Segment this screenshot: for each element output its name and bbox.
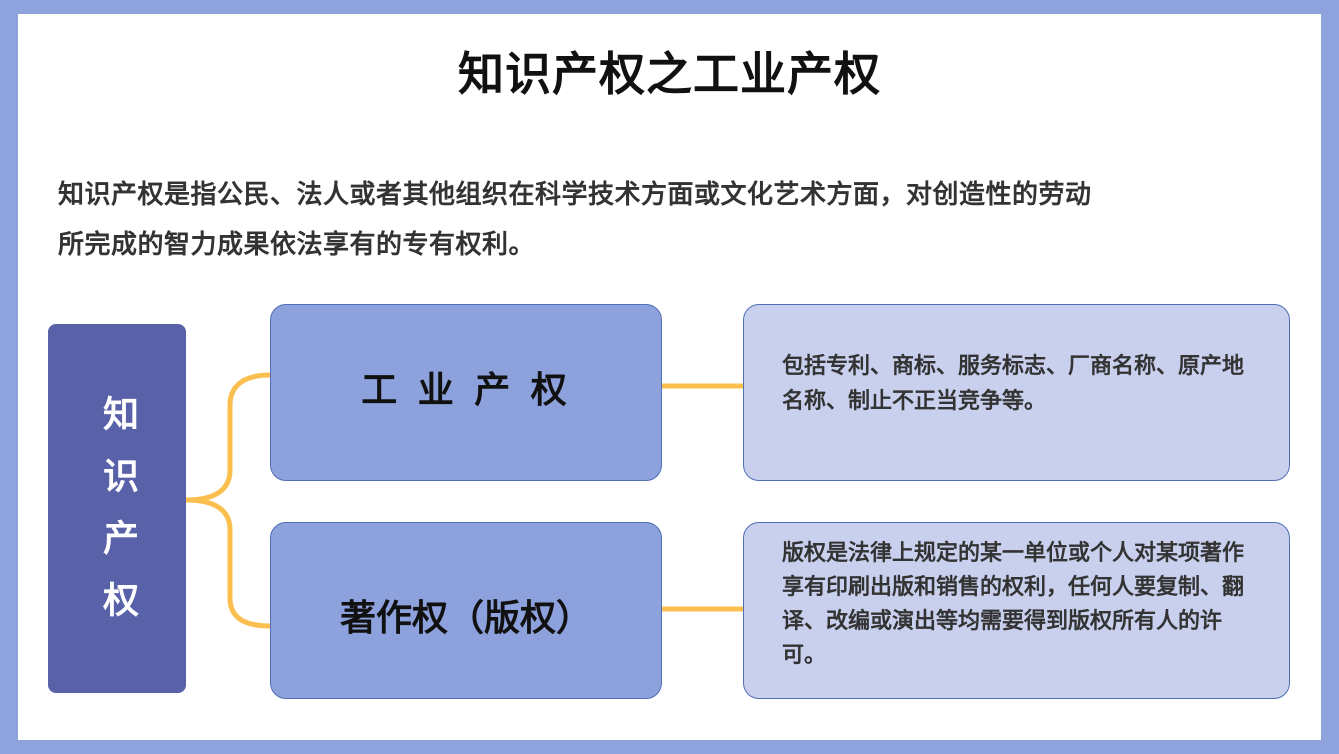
bracket-connector <box>185 372 271 629</box>
page-title: 知识产权之工业产权 <box>458 47 881 101</box>
description-copyright: 版权是法律上规定的某一单位或个人对某项著作享有印刷出版和销售的权利，任何人要复制… <box>743 522 1290 699</box>
category-copyright: 著作权（版权） <box>270 522 662 699</box>
root-node: 知识产权 <box>48 324 186 693</box>
description-text: 版权是法律上规定的某一单位或个人对某项著作享有印刷出版和销售的权利，任何人要复制… <box>782 541 1245 669</box>
description-text: 包括专利、商标、服务标志、厂商名称、原产地名称、制止不正当竞争等。 <box>782 354 1245 415</box>
category-label: 工 业 产 权 <box>361 370 571 411</box>
description-industrial-property: 包括专利、商标、服务标志、厂商名称、原产地名称、制止不正当竞争等。 <box>743 304 1290 481</box>
root-label: 知识产权 <box>97 394 138 643</box>
category-industrial-property: 工 业 产 权 <box>270 304 662 481</box>
category-label: 著作权（版权） <box>339 598 592 639</box>
intro-line-1: 知识产权是指公民、法人或者其他组织在科学技术方面或文化艺术方面，对创造性的劳动 <box>58 180 1092 210</box>
intro-line-2: 所完成的智力成果依法享有的专有权利。 <box>58 230 536 260</box>
